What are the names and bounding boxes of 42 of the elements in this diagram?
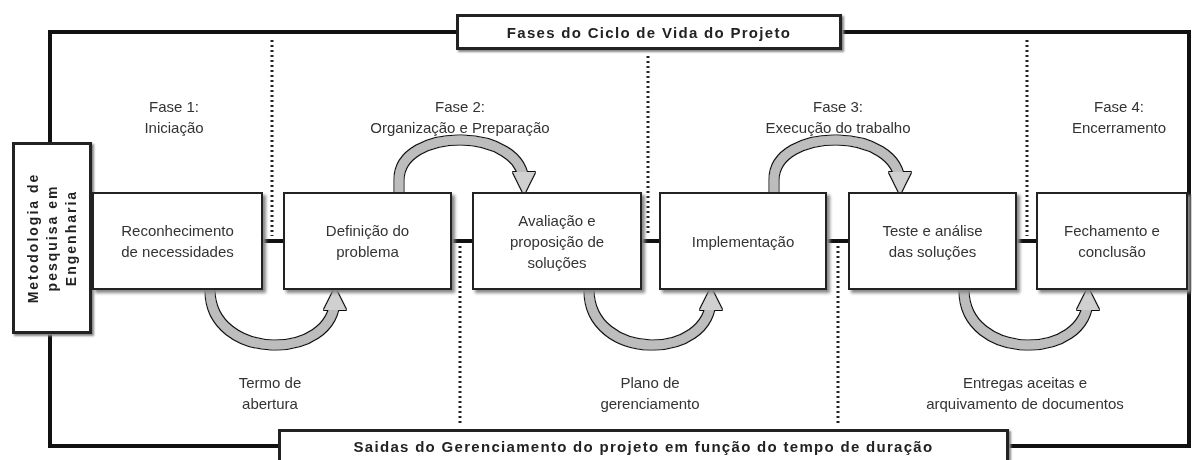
output-label: Entregas aceitas e arquivamento de documentos bbox=[925, 373, 1125, 414]
process-label: Avaliação e proposição de soluções bbox=[508, 210, 606, 273]
frame-line bbox=[48, 30, 456, 142]
side-label-box bbox=[12, 142, 92, 334]
side-label: Metodologia de pesquisa em Engenharia bbox=[23, 172, 80, 304]
connector-line bbox=[452, 239, 472, 243]
frame-line bbox=[842, 30, 1191, 448]
process-label: Fechamento e conclusão bbox=[1063, 221, 1161, 262]
process-box bbox=[659, 192, 827, 290]
process-label: Reconhecimento de necessidades bbox=[120, 221, 235, 262]
output-label: Termo de abertura bbox=[237, 373, 303, 414]
phase-label: Organização e Preparação bbox=[369, 118, 551, 138]
connector-line bbox=[263, 239, 283, 243]
output-label: Plano de gerenciamento bbox=[599, 373, 701, 414]
curved-arrow bbox=[205, 288, 344, 350]
curved-arrow bbox=[394, 135, 535, 195]
phase-label: Fase 2: bbox=[434, 97, 486, 117]
process-box bbox=[848, 192, 1017, 290]
phase-label: Fase 1: bbox=[148, 97, 200, 117]
process-label: Implementação bbox=[690, 231, 796, 252]
process-box bbox=[1036, 192, 1188, 290]
connector-line bbox=[642, 239, 659, 243]
frame-line bbox=[48, 334, 278, 448]
process-label: Definição do problema bbox=[324, 221, 411, 262]
connector-line bbox=[1017, 239, 1036, 243]
process-label: Teste e análise das soluções bbox=[881, 221, 984, 262]
banner-text: Saidas do Gerenciamento do projeto em função do tempo de duração bbox=[353, 437, 934, 455]
title-banner bbox=[456, 14, 842, 50]
output-label: Execução do trabalho bbox=[764, 118, 912, 138]
output-label: Fase 4: bbox=[1093, 97, 1145, 117]
title-banner bbox=[278, 429, 1009, 460]
process-box bbox=[283, 192, 452, 290]
curved-arrow bbox=[959, 288, 1097, 350]
process-box bbox=[472, 192, 642, 290]
banner-text: Fases do Ciclo de Vida do Projeto bbox=[506, 23, 792, 41]
connector-line bbox=[827, 239, 848, 243]
output-label: Encerramento bbox=[1070, 118, 1168, 138]
curved-arrow bbox=[584, 288, 720, 350]
output-label: Fase 3: bbox=[812, 97, 864, 117]
process-box bbox=[92, 192, 263, 290]
phase-label: Iniciação bbox=[143, 118, 205, 138]
curved-arrow bbox=[769, 135, 911, 195]
